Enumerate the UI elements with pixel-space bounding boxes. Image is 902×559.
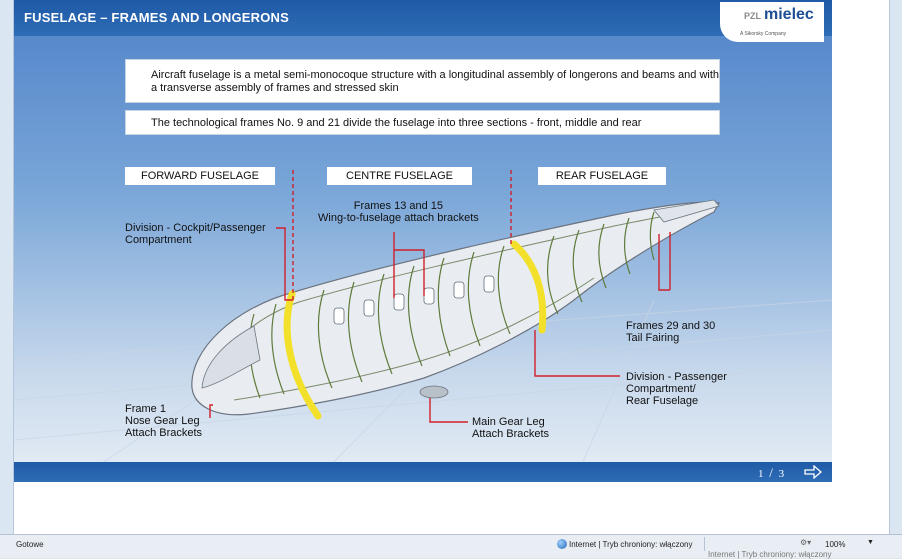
callout-line: Frames 13 and 15 xyxy=(353,200,444,212)
status-text: Gotowe xyxy=(16,540,44,549)
chevron-down-icon[interactable]: ▼ xyxy=(867,539,874,546)
intro-text-box: Aircraft fuselage is a metal semi-monoco… xyxy=(125,59,720,103)
page-counter: 1 / 3 xyxy=(758,465,784,481)
callout-line: Attach Brackets xyxy=(125,427,203,439)
page-current: 1 xyxy=(758,468,764,480)
callout-line: Frames 29 and 30 xyxy=(626,320,716,332)
section-forward-label: FORWARD FUSELAGE xyxy=(125,167,275,185)
page-separator: / xyxy=(769,465,773,480)
browser-status-bar: Gotowe Internet | Tryb chroniony: włączo… xyxy=(0,534,902,559)
page-total: 3 xyxy=(778,468,785,480)
fuselage-diagram xyxy=(14,170,832,482)
window-frame-left xyxy=(0,0,14,534)
zoom-level[interactable]: 100% xyxy=(825,540,846,549)
status-divider xyxy=(704,537,705,551)
fuselage-body xyxy=(191,199,720,420)
tech-frames-text: The technological frames No. 9 and 21 di… xyxy=(151,117,642,129)
slide-title: FUSELAGE – FRAMES AND LONGERONS xyxy=(24,10,290,25)
section-centre-label: CENTRE FUSELAGE xyxy=(327,167,472,185)
slide-footer: 1 / 3 xyxy=(14,462,832,482)
callout-frames-29-30: Frames 29 and 30 Tail Fairing xyxy=(626,320,715,344)
logo-prefix: PZL xyxy=(744,11,761,21)
callout-line: Nose Gear Leg xyxy=(125,415,200,427)
callout-line: Compartment/ xyxy=(626,383,696,395)
callout-line: Frame 1 xyxy=(125,403,166,415)
tech-frames-box: The technological frames No. 9 and 21 di… xyxy=(125,110,720,135)
slide-header: FUSELAGE – FRAMES AND LONGERONS xyxy=(14,0,832,36)
protected-mode-icon[interactable]: ⚙▾ xyxy=(800,538,812,547)
callout-line: Rear Fuselage xyxy=(626,395,699,407)
ghost-status-text: Internet | Tryb chroniony: włączony xyxy=(708,550,832,559)
page-content: FUSELAGE – FRAMES AND LONGERONS PZL miel… xyxy=(14,0,889,534)
callout-line: Division - Cockpit/Passenger xyxy=(125,222,266,234)
intro-text: Aircraft fuselage is a metal semi-monoco… xyxy=(151,69,720,94)
logo-name: mielec xyxy=(764,6,814,23)
callout-line: Tail Fairing xyxy=(626,332,680,344)
callout-frames-13-15: Frames 13 and 15 Wing-to-fuselage attach… xyxy=(318,200,479,224)
callout-line: Main Gear Leg xyxy=(472,416,545,428)
callout-line: Wing-to-fuselage attach brackets xyxy=(318,212,479,224)
callout-line: Division - Passenger xyxy=(626,371,727,383)
callout-cockpit-division: Division - Cockpit/Passenger Compartment xyxy=(125,222,266,246)
slide-stage: FUSELAGE – FRAMES AND LONGERONS PZL miel… xyxy=(14,0,832,482)
security-zone[interactable]: Internet | Tryb chroniony: włączony xyxy=(569,540,693,549)
next-slide-icon[interactable] xyxy=(804,465,822,479)
window-frame-right xyxy=(889,0,902,534)
callout-frame-1: Frame 1 Nose Gear Leg Attach Brackets xyxy=(125,403,202,439)
section-rear-label: REAR FUSELAGE xyxy=(538,167,666,185)
callout-line: Compartment xyxy=(125,234,192,246)
company-logo: PZL mielec A Sikorsky Company xyxy=(720,2,824,42)
globe-icon xyxy=(557,539,567,549)
callout-main-gear: Main Gear Leg Attach Brackets xyxy=(472,416,549,440)
logo-tagline: A Sikorsky Company xyxy=(740,31,787,37)
callout-line: Attach Brackets xyxy=(472,428,550,440)
callout-rear-division: Division - Passenger Compartment/ Rear F… xyxy=(626,371,727,407)
